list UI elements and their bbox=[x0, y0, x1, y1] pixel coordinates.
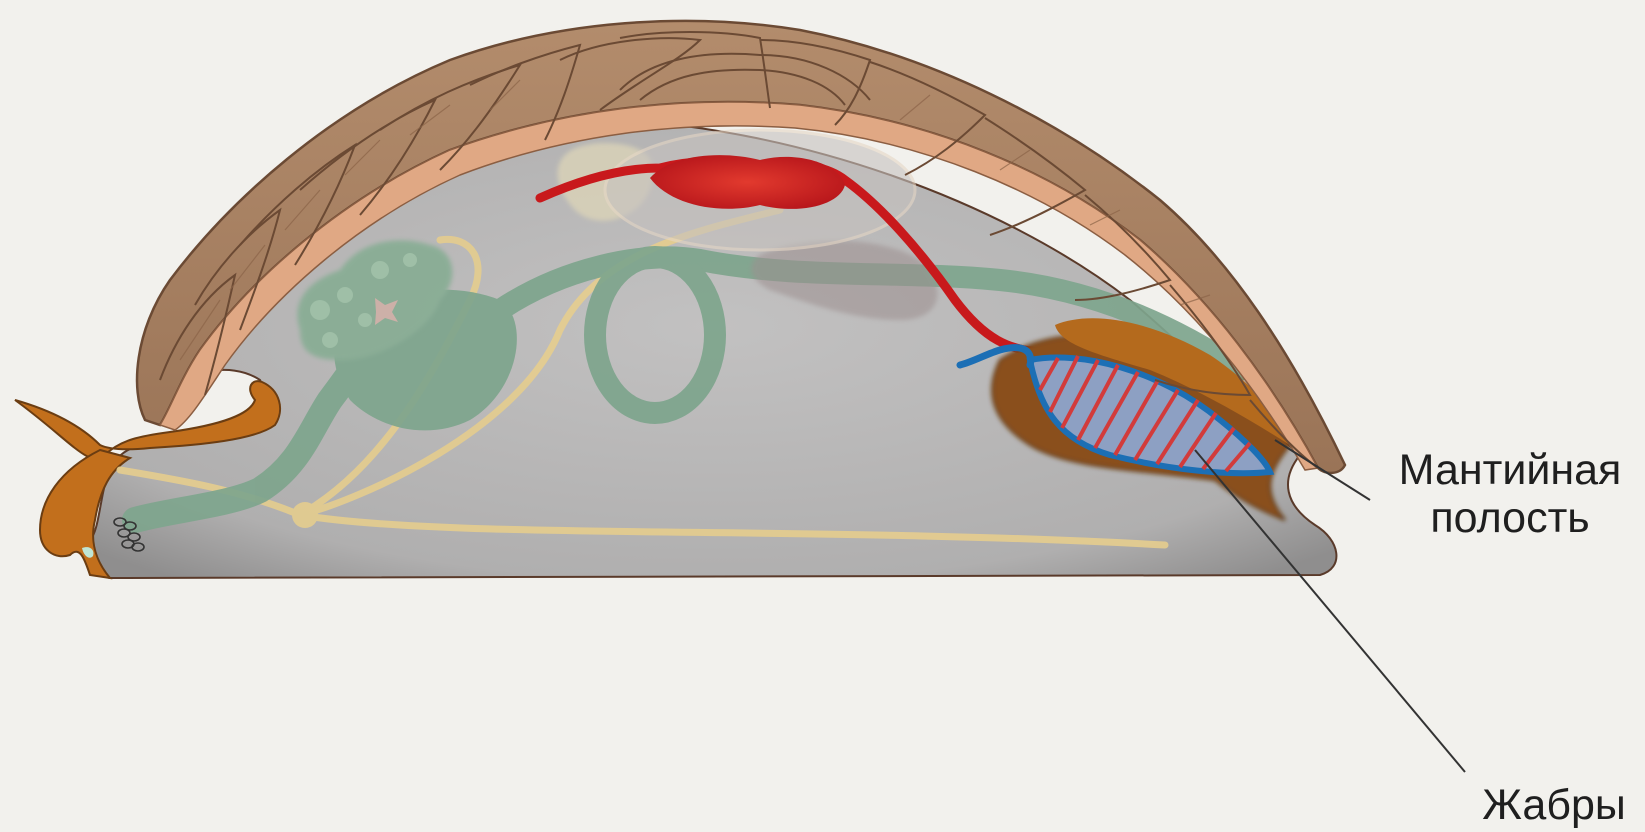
label-gills: Жабры bbox=[1466, 781, 1642, 829]
label-mantle-cavity-line1: Мантийная bbox=[1378, 446, 1642, 494]
label-mantle-cavity-line2: полость bbox=[1378, 494, 1642, 542]
label-mantle-cavity: Мантийная полость bbox=[1378, 446, 1642, 542]
